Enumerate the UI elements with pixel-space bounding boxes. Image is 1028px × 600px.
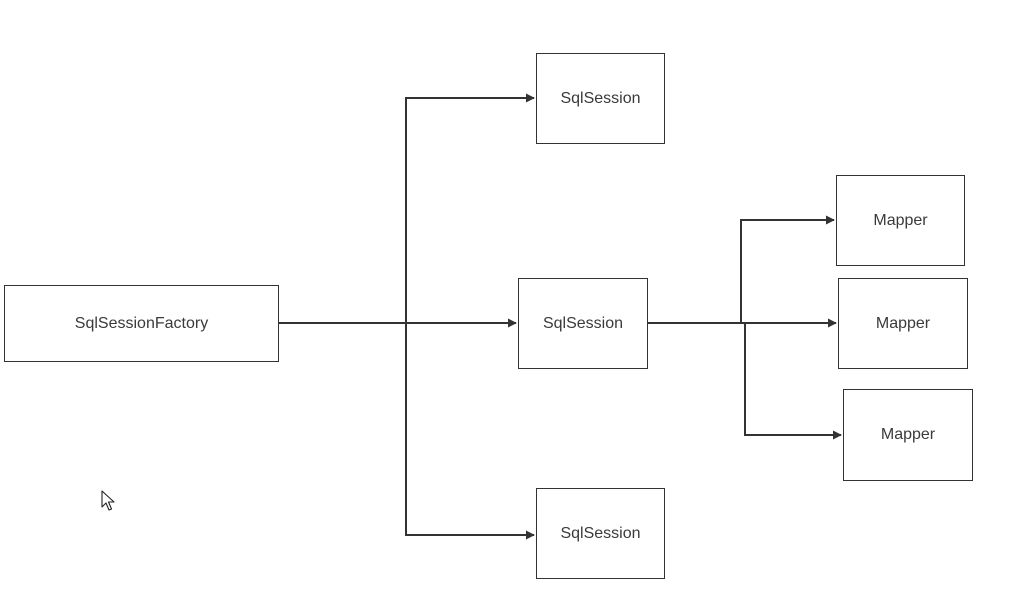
node-label: SqlSession bbox=[560, 89, 641, 107]
node-sqlsessionfactory: SqlSessionFactory bbox=[4, 285, 279, 362]
node-label: SqlSession bbox=[542, 314, 624, 332]
node-sqlsession-3: SqlSession bbox=[536, 488, 665, 579]
node-mapper-3: Mapper bbox=[843, 389, 973, 481]
node-label: Mapper bbox=[880, 426, 936, 443]
edge-factory-to-sqlsession-1 bbox=[279, 93, 535, 324]
node-label: Mapper bbox=[873, 211, 928, 229]
node-label: Mapper bbox=[875, 314, 931, 332]
edge-sqlsession-2-to-mapper-3 bbox=[648, 322, 842, 440]
node-sqlsession-2: SqlSession bbox=[518, 278, 648, 369]
node-mapper-1: Mapper bbox=[836, 175, 965, 266]
node-mapper-2: Mapper bbox=[838, 278, 968, 369]
node-label: SqlSession bbox=[560, 524, 641, 542]
node-label: SqlSessionFactory bbox=[74, 314, 209, 332]
edge-factory-to-sqlsession-3 bbox=[279, 322, 535, 540]
node-sqlsession-1: SqlSession bbox=[536, 53, 665, 144]
edge-sqlsession-2-to-mapper-1 bbox=[648, 215, 835, 324]
mouse-pointer-icon bbox=[101, 490, 115, 511]
